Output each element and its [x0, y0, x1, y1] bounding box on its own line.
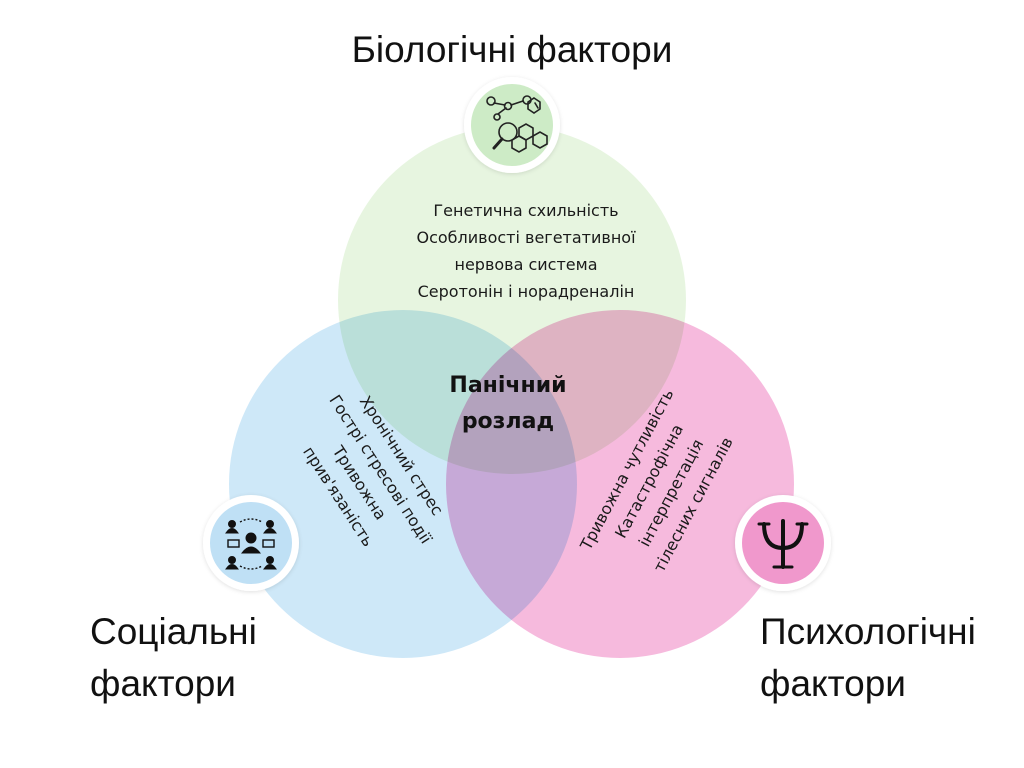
factor-item: нервова система [454, 255, 598, 274]
center-label-line: розлад [461, 409, 555, 434]
biological-title-line: Біологічні фактори [351, 29, 673, 70]
social-badge [203, 495, 299, 591]
biological-circle [338, 126, 686, 474]
venn-circles [229, 126, 794, 658]
factor-item: Генетична схильність [433, 201, 619, 220]
psychological-badge [735, 495, 831, 591]
molecule-magnifier-icon [486, 95, 548, 153]
center-label: Панічний розлад [408, 368, 608, 440]
social-title-line: фактори [90, 663, 236, 704]
psychological-title: Психологічні фактори [760, 606, 976, 710]
people-network-icon [225, 518, 277, 570]
social-title: Соціальні фактори [90, 606, 257, 710]
factor-item: Особливості вегетативної [416, 228, 636, 247]
psychological-title-line: фактори [760, 663, 906, 704]
biological-title: Біологічні фактори [0, 26, 1024, 74]
biological-badge [464, 77, 560, 173]
biological-badge-fill [471, 84, 553, 166]
psychological-title-line: Психологічні [760, 611, 976, 652]
center-label-line: Панічний [449, 373, 567, 398]
social-title-line: Соціальні [90, 611, 257, 652]
biological-factors: Генетична схильність Особливості вегетат… [336, 197, 716, 305]
psi-icon [757, 519, 809, 569]
factor-item: Серотонін і норадреналін [417, 282, 635, 301]
